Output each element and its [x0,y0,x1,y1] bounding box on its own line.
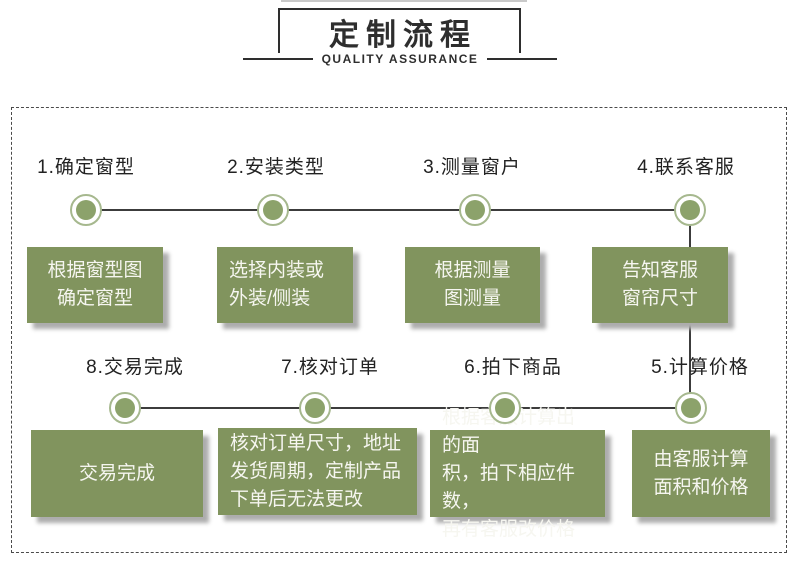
header-title-box: 定制流程 [278,8,521,53]
step-marker-8-dot [115,398,135,418]
step-marker-7-dot [305,398,325,418]
page-subtitle: QUALITY ASSURANCE [321,52,479,66]
step-label-6: 6.拍下商品 [464,357,562,378]
step-box-1: 根据窗型图 确定窗型 [27,247,163,323]
step-marker-3-icon [459,194,491,226]
step-box-7: 核对订单尺寸，地址 发货周期，定制产品 下单后无法更改 [218,428,417,515]
step-marker-1-icon [70,194,102,226]
step-label-8: 8.交易完成 [86,357,184,378]
step-box-3-text: 根据测量 图测量 [434,260,511,309]
step-marker-4-icon [674,194,706,226]
step-marker-6-dot [495,398,515,418]
step-box-6: 根据客服计算出的面 积，拍下相应件数， 再有客服改价格 [430,407,605,540]
step-marker-5-dot [681,398,701,418]
step-label-3: 3.测量窗户 [423,157,521,178]
connector-line-row1 [86,209,690,211]
step-marker-1-dot [76,200,96,220]
step-box-7-text: 核对订单尺寸，地址 发货周期，定制产品 下单后无法更改 [230,432,402,510]
step-label-2: 2.安装类型 [227,157,325,178]
step-marker-4-dot [680,200,700,220]
step-label-7: 7.核对订单 [281,357,379,378]
step-box-3: 根据测量 图测量 [405,247,540,323]
step-box-8-text: 交易完成 [78,462,155,484]
step-marker-8-icon [109,392,141,424]
header-subtitle-row: QUALITY ASSURANCE [0,51,800,67]
connector-line-row2 [125,407,691,409]
step-box-5: 由客服计算 面积和价格 [632,430,770,517]
step-label-4: 4.联系客服 [637,157,735,178]
step-label-5: 5.计算价格 [651,357,749,378]
step-box-6-text: 根据客服计算出的面 积，拍下相应件数， 再有客服改价格 [442,406,576,540]
step-label-1: 1.确定窗型 [37,157,135,178]
step-box-4: 告知客服 窗帘尺寸 [592,247,728,323]
step-marker-2-icon [257,194,289,226]
page-title: 定制流程 [329,18,477,52]
step-marker-2-dot [263,200,283,220]
step-box-1-text: 根据窗型图 确定窗型 [47,260,143,309]
step-marker-7-icon [299,392,331,424]
step-box-2-text: 选择内装或 外装/侧装 [229,260,325,309]
step-marker-5-icon [675,392,707,424]
step-marker-6-icon [489,392,521,424]
step-box-4-text: 告知客服 窗帘尺寸 [621,260,698,309]
subtitle-right-rule [487,58,558,60]
step-box-2: 选择内装或 外装/侧装 [217,247,353,323]
step-box-8: 交易完成 [31,430,203,517]
step-box-5-text: 由客服计算 面积和价格 [653,448,749,498]
cropped-edge-line [281,0,527,2]
step-marker-3-dot [465,200,485,220]
flow-dashed-panel [11,107,787,553]
subtitle-left-rule [242,58,313,60]
